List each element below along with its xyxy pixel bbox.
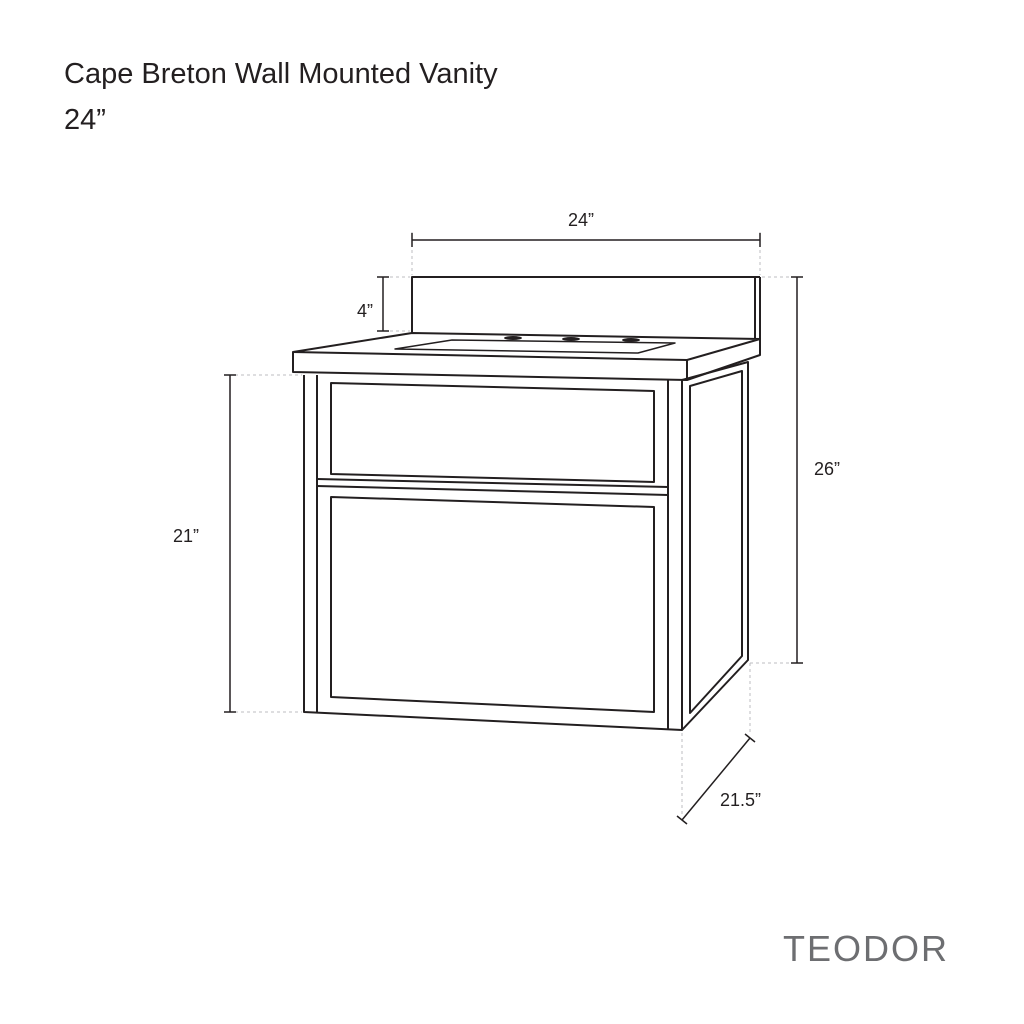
cabinet-front [303,375,683,731]
drawer [330,382,655,483]
cabinet-height-label: 21” [173,526,199,546]
page-subtitle: 24” [64,104,106,136]
faucet-hole [504,336,522,340]
countertop-top [292,332,761,361]
total-height-label: 26” [814,459,840,479]
faucet-hole [622,338,640,342]
side-panel [689,370,743,714]
dimension-lines [224,233,803,825]
page-title: Cape Breton Wall Mounted Vanity [64,58,498,90]
width-label: 24” [568,210,594,230]
guide-lines [235,232,792,815]
cabinet-side [681,361,749,731]
backsplash-height-label: 4” [357,301,373,321]
brand-logo: TEODOR [783,928,950,969]
rail-top [316,478,669,488]
door [330,496,655,713]
sink [394,339,676,354]
rail-bottom [316,485,669,496]
faucet-holes [504,336,640,342]
faucet-hole [562,337,580,341]
backsplash [411,276,756,339]
vanity-drawing [292,276,761,731]
depth-label: 21.5” [720,790,761,810]
